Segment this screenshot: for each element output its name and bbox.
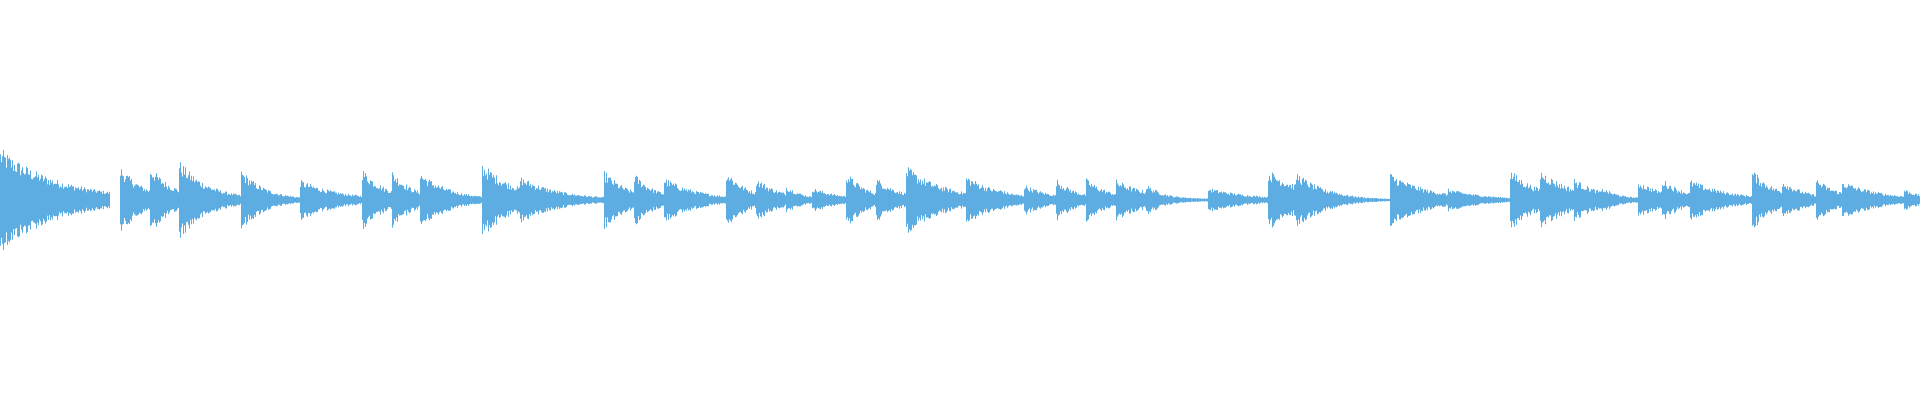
waveform-peaks — [0, 149, 1920, 251]
